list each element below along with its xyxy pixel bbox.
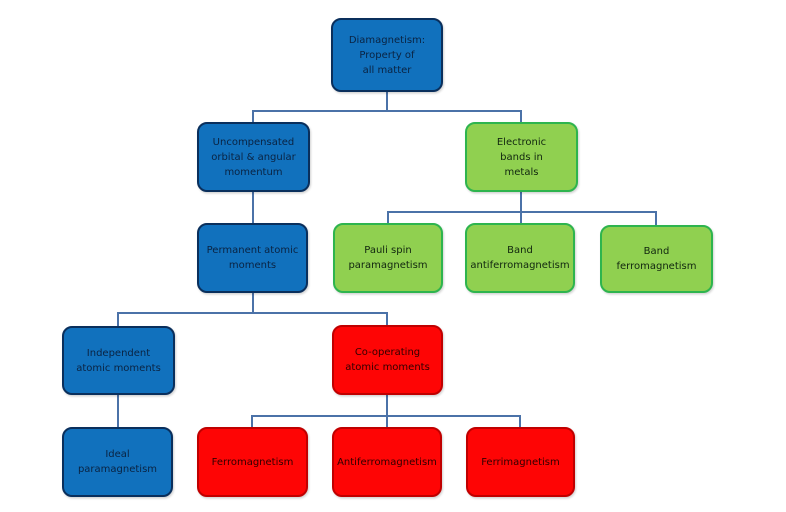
connector-permanent-bar [117, 312, 388, 314]
connector-electronic-bar [387, 211, 657, 213]
connector-diamagnetism-stem [386, 92, 388, 112]
connector-cooperating-stem [386, 395, 388, 416]
node-cooperating-atomic-moments: Co-operating atomic moments [332, 325, 443, 395]
connector-drop-antiferromagnetism [386, 415, 388, 427]
node-electronic-bands: Electronic bands in metals [465, 122, 578, 192]
connector-uncompensated-permanent [252, 192, 254, 223]
connector-drop-pauli [387, 211, 389, 223]
connector-diamagnetism-bar [252, 110, 522, 112]
node-pauli-spin-paramagnetism: Pauli spin paramagnetism [333, 223, 443, 293]
node-independent-atomic-moments: Independent atomic moments [62, 326, 175, 395]
connector-electronic-stem [520, 192, 522, 223]
node-diamagnetism: Diamagnetism: Property of all matter [331, 18, 443, 92]
node-permanent-atomic-moments: Permanent atomic moments [197, 223, 308, 293]
connector-independent-ideal [117, 395, 119, 427]
node-antiferromagnetism: Antiferromagnetism [332, 427, 442, 497]
connector-drop-cooperating [386, 312, 388, 325]
node-band-antiferromagnetism: Band antiferromagnetism [465, 223, 575, 293]
connector-drop-ferrimagnetism [519, 415, 521, 427]
node-ferromagnetism: Ferromagnetism [197, 427, 308, 497]
connector-permanent-stem [252, 293, 254, 314]
connector-drop-band-ferromagnetism [655, 211, 657, 225]
node-ideal-paramagnetism: Ideal paramagnetism [62, 427, 173, 497]
node-band-ferromagnetism: Band ferromagnetism [600, 225, 713, 293]
connector-drop-uncompensated [252, 110, 254, 122]
connector-drop-electronic [520, 110, 522, 122]
node-uncompensated-momentum: Uncompensated orbital & angular momentum [197, 122, 310, 192]
connector-drop-independent [117, 312, 119, 326]
connector-drop-ferromagnetism [251, 415, 253, 427]
node-ferrimagnetism: Ferrimagnetism [466, 427, 575, 497]
